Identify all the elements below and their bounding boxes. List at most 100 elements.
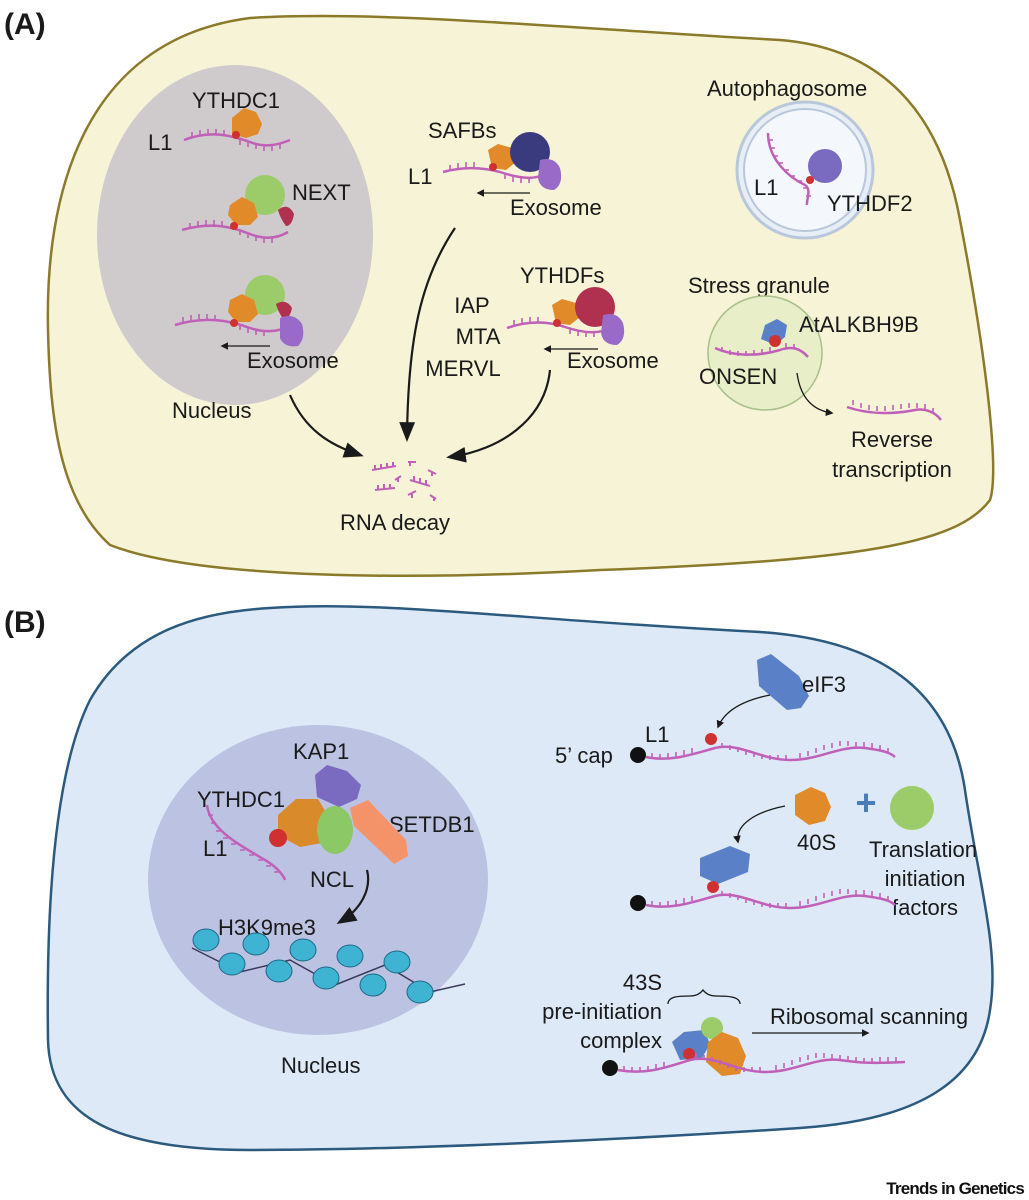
label-l1-translation: L1 — [645, 722, 669, 747]
next-red-protein-icon — [276, 301, 292, 320]
eif3-binding-arrow — [716, 694, 771, 729]
43s-green-protein-icon — [701, 1017, 723, 1039]
rna-ticks — [721, 343, 795, 356]
m6a-mark-icon — [489, 163, 497, 171]
rna-ticks — [208, 814, 279, 873]
ythdf-to-decay-arrow — [446, 369, 552, 463]
m6a-mark-icon — [705, 733, 717, 745]
stress-granule: Stress granule AtALKBH9B ONSEN Reverse t… — [688, 273, 952, 482]
ythdc1-protein-icon — [232, 108, 262, 138]
ythdf-orange-protein-icon — [552, 299, 580, 325]
m6a-mark-icon — [707, 881, 719, 893]
label-ythdc1-b: YTHDC1 — [197, 787, 285, 812]
setdb1-protein-icon — [350, 800, 408, 864]
l1-rna-strand — [766, 132, 810, 206]
label-nucleus-b: Nucleus — [281, 1053, 360, 1078]
rna-fragments-icon — [371, 461, 437, 501]
next-red-protein-icon — [278, 206, 294, 226]
label-atalkbh9b: AtALKBH9B — [799, 312, 919, 337]
l1-rna-strand — [181, 224, 289, 239]
plus-icon: + — [855, 782, 876, 823]
43s-bracket-icon — [667, 988, 741, 1005]
nucleus-to-decay-arrow — [288, 394, 364, 458]
exosome-protein-icon — [280, 316, 304, 347]
l1-rna-strand — [183, 133, 291, 147]
l1-mrna-strand — [645, 745, 896, 762]
nucleus-a: YTHDC1 L1 NEXT Exosome Nucleus — [97, 65, 373, 423]
safb-complex: SAFBs L1 Exosome — [408, 118, 602, 220]
rna-strand — [506, 321, 606, 334]
5-cap-icon — [630, 747, 646, 763]
label-l1-a-nucleus: L1 — [148, 130, 172, 155]
label-l1-safb: L1 — [408, 164, 432, 189]
ythdf2-protein-icon — [808, 149, 842, 183]
43s-blue-protein-icon — [672, 1030, 710, 1060]
nucleus-a-body — [97, 65, 373, 405]
exosome-protein-icon — [601, 314, 625, 345]
label-l1-b: L1 — [203, 836, 227, 861]
translation-pathway: eIF3 L1 5’ cap 40S + Translation initiat… — [542, 654, 977, 1076]
label-target-iap: IAP — [454, 293, 489, 318]
m6a-mark-icon — [269, 829, 287, 847]
43s-orange-protein-icon — [706, 1032, 746, 1076]
label-setdb1: SETDB1 — [389, 812, 475, 837]
safb-to-decay-arrow — [399, 227, 456, 442]
label-h3k9me3: H3K9me3 — [218, 915, 316, 940]
eif3-protein-icon — [757, 654, 809, 710]
granule-to-rt-arrow — [796, 372, 834, 417]
label-ythdf2: YTHDF2 — [827, 191, 913, 216]
rna-ticks — [768, 139, 811, 197]
rna-ticks — [852, 400, 934, 413]
label-translation: Translation — [869, 837, 977, 862]
rna-ticks — [449, 162, 530, 183]
label-exosome-safb: Exosome — [510, 195, 602, 220]
kap1-protein-icon — [315, 765, 361, 807]
ythdf-complex: YTHDFs IAP MTA MERVL Exosome — [425, 263, 658, 381]
label-l1-autophagosome: L1 — [754, 175, 778, 200]
label-kap1: KAP1 — [293, 739, 349, 764]
rna-ticks — [623, 1053, 897, 1072]
label-40s: 40S — [797, 830, 836, 855]
label-eif3: eIF3 — [802, 672, 846, 697]
m6a-mark-icon — [806, 176, 814, 184]
journal-credit: Trends in Genetics — [886, 1179, 1024, 1198]
label-nucleus-a: Nucleus — [172, 398, 251, 423]
onsen-rna-strand — [714, 346, 809, 358]
label-onsen: ONSEN — [699, 364, 777, 389]
label-target-mervl: MERVL — [425, 356, 500, 381]
initiation-factors-icon — [890, 786, 934, 830]
40s-ribosome-icon — [795, 787, 831, 825]
m6a-mark-icon — [230, 222, 238, 230]
rna-ticks — [513, 317, 595, 337]
exosome-protein-icon — [538, 159, 562, 190]
label-rna-decay: RNA decay — [340, 510, 450, 535]
label-factors: factors — [892, 895, 958, 920]
m6a-mark-icon — [230, 319, 238, 327]
m6a-mark-icon — [683, 1048, 695, 1060]
label-exosome-ythdf: Exosome — [567, 348, 659, 373]
label-safbs: SAFBs — [428, 118, 496, 143]
panel-a-label: (A) — [4, 8, 46, 41]
ythdc1-protein-icon — [228, 294, 258, 322]
rna-strand — [846, 405, 942, 421]
ncl-to-h3k9me3-arrow — [336, 869, 370, 925]
label-ncl: NCL — [310, 867, 354, 892]
label-exosome-nucleus: Exosome — [247, 348, 339, 373]
atalkbh9b-protein-icon — [761, 319, 787, 345]
chromatin-fiber-icon — [191, 928, 466, 1004]
label-initiation: initiation — [885, 866, 966, 891]
label-ribosomal-scanning: Ribosomal scanning — [770, 1004, 968, 1029]
next-green-protein-icon — [245, 175, 285, 215]
label-stress-granule: Stress granule — [688, 273, 830, 298]
label-pre-initiation: pre-initiation — [542, 999, 662, 1024]
40s-binding-arrow — [733, 805, 786, 844]
m6a-mark-icon — [232, 131, 240, 139]
label-autophagosome: Autophagosome — [707, 76, 867, 101]
label-complex: complex — [580, 1028, 662, 1053]
l1-rna-strand — [442, 167, 541, 180]
ythdc1-protein-icon — [278, 799, 330, 847]
m6a-mark-icon — [769, 335, 781, 347]
autophagosome: Autophagosome L1 YTHDF2 — [707, 76, 913, 240]
l1-mrna-strand — [617, 1057, 906, 1074]
